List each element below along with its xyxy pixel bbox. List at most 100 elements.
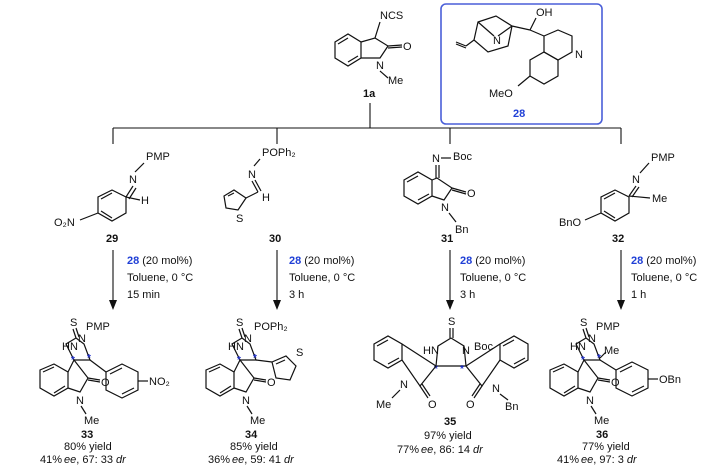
quinoline-ring-a <box>543 29 573 61</box>
substrate-31: Boc N O N Bn 31 <box>403 151 476 245</box>
oh-label: OH <box>536 7 553 19</box>
catalyst-loading: (20 mol%) <box>646 255 696 267</box>
carbonyl-o-label: O <box>466 399 475 411</box>
stereo-star: * <box>597 353 601 364</box>
hn-label: HN <box>423 345 439 357</box>
imidazolidine-n-label: N <box>244 333 252 345</box>
imine-n-label: N <box>432 153 440 165</box>
compound-1a: NCS O N Me 1a <box>334 10 412 100</box>
benzene-ring <box>499 335 529 369</box>
substrate-29: PMP N H O₂N 29 <box>54 151 170 245</box>
benzene-ring <box>205 363 235 397</box>
conditions-32: 28(20 mol%) Toluene, 0 °C 1 h <box>631 255 697 301</box>
thione-s-label: S <box>236 317 243 329</box>
quaternary-me-label: Me <box>604 345 619 357</box>
solvent-temp: Toluene, 0 °C <box>127 272 193 284</box>
stereo-star: * <box>460 364 464 375</box>
product-34: S POPh₂ HN N * * O N Me S 34 85% yield 3… <box>205 317 303 465</box>
reaction-arrows <box>109 250 625 310</box>
conditions-29: 28(20 mol%) Toluene, 0 °C 15 min <box>127 255 193 301</box>
imidazolidine-n-label: N <box>588 333 596 345</box>
carbonyl-o-label: O <box>467 188 476 200</box>
svg-text:28(20 mol%): 28(20 mol%) <box>460 255 525 267</box>
compound-label-29: 29 <box>106 233 118 245</box>
catalyst-box <box>440 3 603 125</box>
product-35: S Boc HN N * * O N Me O N Bn 35 97% yiel… <box>373 316 529 456</box>
yield-text: 77% yield <box>582 441 630 453</box>
boc-label: Boc <box>453 151 472 163</box>
obn-label: OBn <box>659 374 681 386</box>
product-33: S PMP HN N * * O N Me NO₂ 33 80% yield 4… <box>39 317 170 465</box>
arrow-head <box>109 300 117 310</box>
catalyst-ref: 28 <box>127 255 139 267</box>
benzene-ring <box>39 363 69 397</box>
quinoline-n-label: N <box>575 49 583 61</box>
arene-ring <box>600 189 630 222</box>
catalyst-loading: (20 mol%) <box>475 255 525 267</box>
solvent-temp: Toluene, 0 °C <box>460 272 526 284</box>
yield-text: 97% yield <box>424 430 472 442</box>
me-label: Me <box>652 193 667 205</box>
benzene-ring <box>549 363 579 397</box>
indole-n-label: N <box>242 395 250 407</box>
svg-text:28(20 mol%): 28(20 mol%) <box>631 255 696 267</box>
stereo-star: * <box>87 353 91 364</box>
quinoline-ring-b <box>529 51 559 85</box>
imine-n-label: N <box>632 174 640 186</box>
h-label: H <box>262 192 270 204</box>
branch-connector <box>112 103 622 144</box>
indole-n-label: N <box>400 379 408 391</box>
arrow-head <box>446 300 454 310</box>
me-label: Me <box>594 415 609 427</box>
indole-n-label: N <box>76 395 84 407</box>
catalyst-ref: 28 <box>631 255 643 267</box>
me-label: Me <box>250 415 265 427</box>
carbonyl-o-label: O <box>403 41 412 53</box>
arrow-head <box>273 300 281 310</box>
thione-s-label: S <box>70 317 77 329</box>
imidazolidine-n-label: N <box>462 345 470 357</box>
reaction-time: 1 h <box>631 289 646 301</box>
thione-s-label: S <box>448 316 455 328</box>
catalyst-loading: (20 mol%) <box>304 255 354 267</box>
me-label: Me <box>388 75 403 87</box>
nitro-label: NO₂ <box>149 376 170 388</box>
compound-label-36: 36 <box>596 429 608 441</box>
me-label: Me <box>376 399 391 411</box>
poph2-label: POPh₂ <box>262 147 296 159</box>
benzene-ring <box>373 335 403 369</box>
indole-n-label: N <box>441 202 449 214</box>
conditions-30: 28(20 mol%) Toluene, 0 °C 3 h <box>289 255 355 301</box>
h-label: H <box>141 195 149 207</box>
conditions-31: 28(20 mol%) Toluene, 0 °C 3 h <box>460 255 526 301</box>
imine-n-label: N <box>248 169 256 181</box>
thiophene-ring <box>223 189 247 211</box>
protecting-group-label: POPh₂ <box>254 321 288 333</box>
protecting-group-label: Boc <box>474 341 493 353</box>
reaction-time: 3 h <box>289 289 304 301</box>
reaction-time: 15 min <box>127 289 160 301</box>
protecting-group-label: PMP <box>596 321 620 333</box>
solvent-temp: Toluene, 0 °C <box>289 272 355 284</box>
benzene-ring <box>403 171 433 205</box>
pmp-label: PMP <box>651 152 675 164</box>
aryl-ring <box>615 361 649 397</box>
substrate-30: POPh₂ N H S 30 <box>223 147 296 245</box>
thione-s-label: S <box>580 317 587 329</box>
thiophene-s-label: S <box>236 213 243 225</box>
stereo-star: * <box>71 355 75 366</box>
reaction-time: 3 h <box>460 289 475 301</box>
svg-text:28(20 mol%): 28(20 mol%) <box>289 255 354 267</box>
catalyst-loading: (20 mol%) <box>142 255 192 267</box>
catalyst-ref: 28 <box>289 255 301 267</box>
pmp-label: PMP <box>146 151 170 163</box>
meo-label: MeO <box>489 88 513 100</box>
svg-text:28(20 mol%): 28(20 mol%) <box>127 255 192 267</box>
protecting-group-label: PMP <box>86 321 110 333</box>
compound-label-32: 32 <box>612 233 624 245</box>
compound-label-31: 31 <box>441 233 453 245</box>
compound-label-34: 34 <box>245 429 258 441</box>
